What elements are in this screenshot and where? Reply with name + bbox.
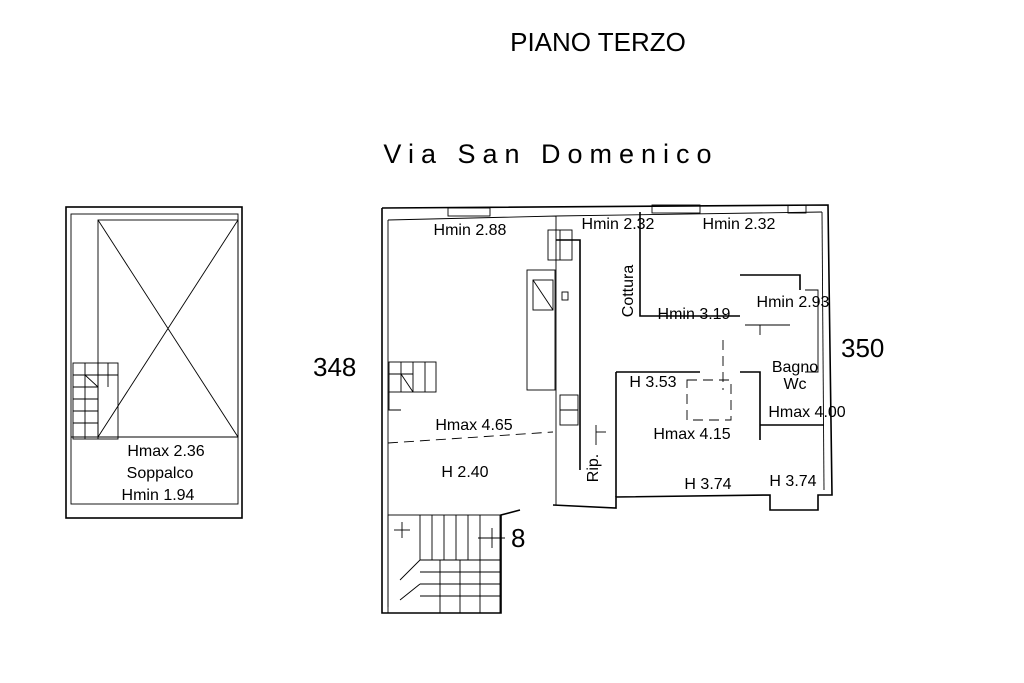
neighbor-number-bottom: 8 xyxy=(511,523,525,553)
room-label-rip: Rip. xyxy=(585,454,602,482)
room-label-hmin-2-93: Hmin 2.93 xyxy=(757,294,830,311)
room-label-h-3-74-a: H 3.74 xyxy=(684,476,731,493)
mezzanine-spiral-stair xyxy=(72,362,119,440)
outer-wall-right xyxy=(381,204,833,511)
chimney-flue xyxy=(532,279,554,311)
room-label-h-3-74-b: H 3.74 xyxy=(769,473,816,490)
inner-wall-main-room xyxy=(387,215,557,505)
room-label-bagno: Bagno xyxy=(772,359,818,376)
partition-bath-left xyxy=(740,371,761,440)
floor-title: PIANO TERZO xyxy=(510,27,686,57)
inner-wall-right xyxy=(821,211,825,491)
main-spiral-stair xyxy=(388,361,437,411)
room-label-hmax-4-15: Hmax 4.15 xyxy=(653,426,730,443)
room-label-hmin-3-19: Hmin 3.19 xyxy=(658,306,731,323)
inner-wall-top xyxy=(555,211,823,217)
window-2 xyxy=(651,204,701,214)
partition-bath-top xyxy=(740,274,801,290)
room-label-h-2-40: H 2.40 xyxy=(441,464,488,481)
void-area xyxy=(97,219,239,438)
partition-kitchen xyxy=(639,212,740,317)
chimney-shaft xyxy=(526,269,556,391)
street-name: Via San Domenico xyxy=(383,139,718,169)
entry-stair xyxy=(387,514,505,614)
chimney-flue-diagonal xyxy=(532,279,554,311)
mezzanine-plan: Hmax 2.36 Soppalco Hmin 1.94 xyxy=(65,206,243,519)
room-label-cottura: Cottura xyxy=(620,265,637,318)
bath-shower xyxy=(805,289,819,373)
room-label-hmax-4-65: Hmax 4.65 xyxy=(435,417,512,434)
window-1 xyxy=(447,207,491,217)
mezzanine-outer-wall xyxy=(65,206,243,519)
mezzanine-name-label: Soppalco xyxy=(127,465,194,482)
room-label-hmax-4-00: Hmax 4.00 xyxy=(768,404,845,421)
partition-central xyxy=(556,239,581,470)
ceiling-change-line xyxy=(387,431,554,444)
room-label-hmin-2-32-b: Hmin 2.32 xyxy=(703,216,776,233)
mezzanine-inner-wall xyxy=(70,213,239,505)
room-label-h-3-53: H 3.53 xyxy=(629,374,676,391)
mezzanine-hmax-label: Hmax 2.36 xyxy=(127,443,204,460)
neighbor-number-left: 348 xyxy=(313,352,356,382)
window-3 xyxy=(787,204,807,214)
neighbor-number-right: 350 xyxy=(841,333,884,363)
mezzanine-hmin-label: Hmin 1.94 xyxy=(122,487,195,504)
room-label-hmin-2-88: Hmin 2.88 xyxy=(434,222,507,239)
apartment-plan xyxy=(381,204,833,614)
small-shaft xyxy=(561,291,569,301)
room-label-hmin-2-32-a: Hmin 2.32 xyxy=(582,216,655,233)
hidden-box xyxy=(686,379,732,421)
room-label-wc: Wc xyxy=(783,376,806,393)
void-cross-line-2 xyxy=(97,219,239,438)
outer-wall-left xyxy=(381,208,521,614)
